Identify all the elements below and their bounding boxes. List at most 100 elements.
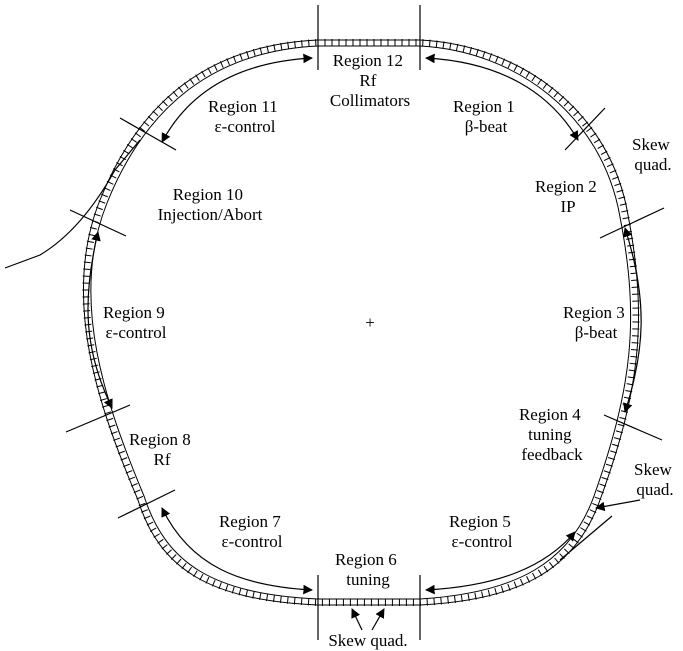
region-span-arrows	[87, 53, 642, 595]
divider-2-3	[599, 207, 665, 239]
ring-tick	[143, 515, 151, 520]
ring-tick	[93, 213, 101, 217]
ring-tick	[308, 39, 310, 47]
ring-tick	[183, 82, 189, 89]
region-11-label: Region 11 ε-control	[208, 97, 282, 136]
region-10-label: Region 10 Injection/Abort	[158, 185, 263, 224]
ring-tick	[615, 430, 623, 434]
divider-10-11	[119, 117, 177, 151]
ring-tick	[83, 261, 91, 264]
ring-tick	[125, 470, 133, 474]
ring-tick	[617, 423, 625, 427]
ring-tick	[149, 527, 157, 532]
ring-tick	[590, 132, 597, 138]
ring-tick	[147, 115, 154, 122]
region-1-label: Region 1 β-beat	[453, 97, 519, 136]
ring-tick	[593, 138, 601, 144]
ring-tick	[280, 42, 283, 50]
ring-tick	[537, 569, 543, 577]
ring-tick	[146, 521, 154, 526]
ring-tick	[435, 40, 438, 48]
ring-tick	[525, 71, 531, 78]
arrow-region-1	[425, 53, 579, 141]
skew-pointer-bottom-right	[371, 608, 385, 631]
ring-tick	[454, 595, 456, 603]
skew-quad-label-bottom: Skew quad.	[328, 631, 407, 650]
ring-tick	[178, 86, 184, 93]
ring-tick	[115, 444, 123, 448]
ring-tick	[519, 67, 525, 75]
ring-tick	[619, 417, 627, 420]
ring-tick	[462, 45, 466, 53]
divider-8-9	[65, 404, 131, 433]
ring-tick	[612, 443, 620, 447]
ring-tick	[109, 174, 117, 179]
ring-tick	[460, 594, 463, 603]
ring-tick	[301, 40, 303, 48]
ring-tick	[120, 457, 128, 461]
skew-quad-label-top-right: Skew quad.	[632, 135, 674, 174]
ring-tick	[532, 572, 537, 580]
ring-tick	[589, 509, 597, 513]
region-dividers	[65, 5, 665, 640]
ring-tick	[193, 570, 198, 577]
ring-tick	[181, 562, 187, 570]
ring-tick	[170, 554, 177, 560]
ring-tick	[433, 598, 435, 606]
ring-tick	[447, 596, 449, 604]
ring-tick	[531, 74, 537, 82]
ring-tick	[577, 116, 584, 122]
ring-tick	[597, 144, 604, 150]
region-9-label: Region 9 ε-control	[103, 303, 169, 342]
ring-tick	[609, 169, 617, 174]
ring-tick	[98, 200, 106, 204]
ring-tick	[543, 565, 549, 573]
ring-tick	[133, 489, 141, 494]
ring-tick	[96, 206, 103, 211]
ring-tick	[126, 143, 134, 149]
ring-tick	[428, 39, 431, 47]
ring-tick	[162, 100, 168, 107]
ring-tick	[619, 203, 627, 206]
ring-tick	[537, 78, 542, 86]
arrow-region-9	[87, 231, 113, 409]
ring-tick	[605, 463, 613, 467]
ring-tick	[603, 156, 611, 161]
ring-tick	[572, 538, 579, 544]
ring-tick	[143, 121, 150, 127]
ring-tick	[606, 163, 614, 168]
ring-tick	[614, 182, 622, 187]
ring-tick	[568, 543, 575, 549]
ring-tick	[273, 44, 276, 52]
ring-tick	[449, 42, 452, 50]
ring-tick	[580, 527, 587, 532]
ring-tick	[176, 558, 182, 565]
ring-tick	[616, 189, 624, 193]
ring-tick	[293, 597, 296, 605]
ring-tick	[128, 476, 136, 481]
ring-tick	[84, 254, 92, 257]
ring-tick	[259, 47, 263, 55]
region-3-label: Region 3 β-beat	[563, 303, 629, 342]
ring-tick	[167, 95, 173, 102]
ring-tick	[104, 411, 112, 415]
ring-tick	[101, 193, 108, 198]
ring-tick	[213, 64, 218, 71]
skew-pointer-bottom-left	[351, 608, 363, 631]
ring-tick	[134, 132, 142, 138]
ring-tick	[130, 483, 138, 487]
ring-tick	[112, 168, 120, 173]
ring-tick	[583, 521, 591, 526]
ring-tick	[110, 431, 118, 435]
ring-tick	[542, 82, 548, 89]
arrow-region-11	[161, 53, 313, 143]
ring-tick	[119, 155, 127, 161]
ring-tick	[586, 127, 593, 132]
ring-tick	[526, 576, 531, 583]
ring-tick	[300, 597, 303, 606]
ring-tick	[199, 573, 204, 581]
ring-tick	[161, 544, 168, 550]
ring-tick	[621, 210, 629, 213]
